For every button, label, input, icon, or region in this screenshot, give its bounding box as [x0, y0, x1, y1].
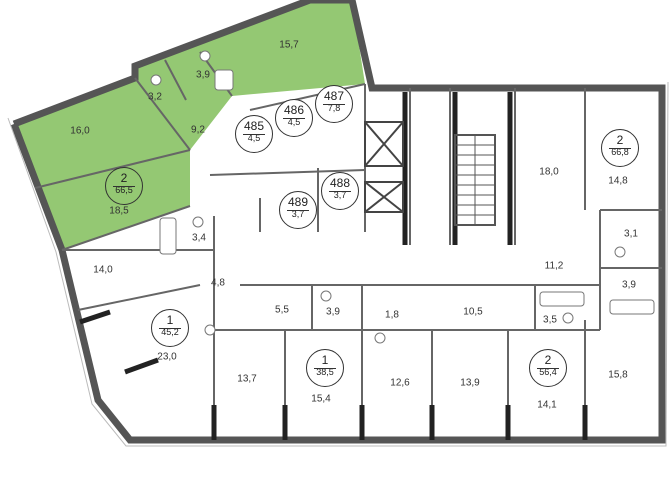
storage-number: 489 — [287, 195, 309, 209]
room-area-label: 3,4 — [192, 232, 206, 244]
badge-divider — [159, 328, 181, 329]
apartment-area: 38,5 — [316, 367, 334, 377]
storage-area: 3,7 — [291, 209, 305, 219]
room-area-label: 4,8 — [211, 277, 225, 289]
room-area-label: 13,7 — [237, 373, 257, 385]
room-area-label: 10,5 — [463, 306, 483, 318]
badge-divider — [323, 104, 345, 105]
room-area-label: 9,2 — [191, 124, 205, 136]
storage-area: 7,8 — [327, 103, 341, 113]
storage-badge[interactable]: 487 7,8 — [315, 85, 353, 123]
badge-divider — [329, 191, 351, 192]
bathroom-fixtures — [150, 50, 655, 344]
room-area-label: 3,9 — [326, 306, 340, 318]
badge-divider — [283, 118, 305, 119]
room-area-label: 3,9 — [622, 279, 636, 291]
outer-wall-edge — [7, 81, 669, 447]
apartment-badge[interactable]: 2 66,5 — [105, 167, 143, 205]
apartment-badge[interactable]: 1 45,2 — [151, 309, 189, 347]
outer-wall — [10, 0, 666, 444]
room-area-label: 18,5 — [109, 205, 129, 217]
apartment-rooms: 1 — [166, 313, 174, 327]
badge-divider — [609, 148, 631, 149]
room-area-label: 1,8 — [385, 309, 399, 321]
storage-badge[interactable]: 486 4,5 — [275, 99, 313, 137]
room-area-label: 3,9 — [196, 69, 210, 81]
room-area-label: 18,0 — [539, 166, 559, 178]
apartment-badge[interactable]: 2 56,4 — [529, 349, 567, 387]
badge-divider — [314, 368, 336, 369]
apartment-badge[interactable]: 1 38,5 — [306, 349, 344, 387]
room-area-label: 11,2 — [544, 260, 564, 272]
storage-number: 487 — [323, 89, 345, 103]
room-area-label: 14,8 — [608, 175, 628, 187]
apartment-rooms: 1 — [321, 353, 329, 367]
room-area-label: 5,5 — [275, 304, 289, 316]
room-area-label: 15,4 — [311, 393, 331, 405]
storage-area: 4,5 — [287, 117, 301, 127]
room-area-label: 3,1 — [624, 228, 638, 240]
room-area-label: 14,1 — [537, 399, 557, 411]
apartment-rooms: 2 — [120, 171, 128, 185]
room-area-label: 3,5 — [543, 314, 557, 326]
badge-divider — [243, 134, 265, 135]
apartment-badge[interactable]: 2 66,8 — [601, 129, 639, 167]
apartment-rooms: 2 — [544, 353, 552, 367]
highlighted-apartment-area[interactable] — [14, 0, 365, 250]
room-area-label: 12,6 — [390, 377, 410, 389]
storage-badge[interactable]: 489 3,7 — [279, 191, 317, 229]
storage-badge[interactable]: 488 3,7 — [321, 172, 359, 210]
apartment-area: 66,5 — [115, 185, 133, 195]
room-area-label: 13,9 — [460, 377, 480, 389]
room-area-label: 15,7 — [279, 39, 299, 51]
room-area-label: 15,8 — [608, 369, 628, 381]
badge-divider — [113, 186, 135, 187]
apartment-rooms: 2 — [616, 133, 624, 147]
badge-divider — [537, 368, 559, 369]
badge-divider — [287, 210, 309, 211]
room-area-label: 16,0 — [70, 125, 90, 137]
storage-number: 486 — [283, 103, 305, 117]
apartment-area: 45,2 — [161, 327, 179, 337]
storage-number: 485 — [243, 119, 265, 133]
elevator-shafts — [364, 121, 404, 213]
room-area-label: 14,0 — [93, 264, 113, 276]
storage-area: 3,7 — [333, 190, 347, 200]
stairwell — [454, 134, 496, 226]
apartment-area: 56,4 — [539, 367, 557, 377]
storage-badge[interactable]: 485 4,5 — [235, 115, 273, 153]
room-area-label: 23,0 — [157, 351, 177, 363]
storage-number: 488 — [329, 176, 351, 190]
storage-area: 4,5 — [247, 133, 261, 143]
apartment-area: 66,8 — [611, 147, 629, 157]
room-area-label: 3,2 — [148, 91, 162, 103]
